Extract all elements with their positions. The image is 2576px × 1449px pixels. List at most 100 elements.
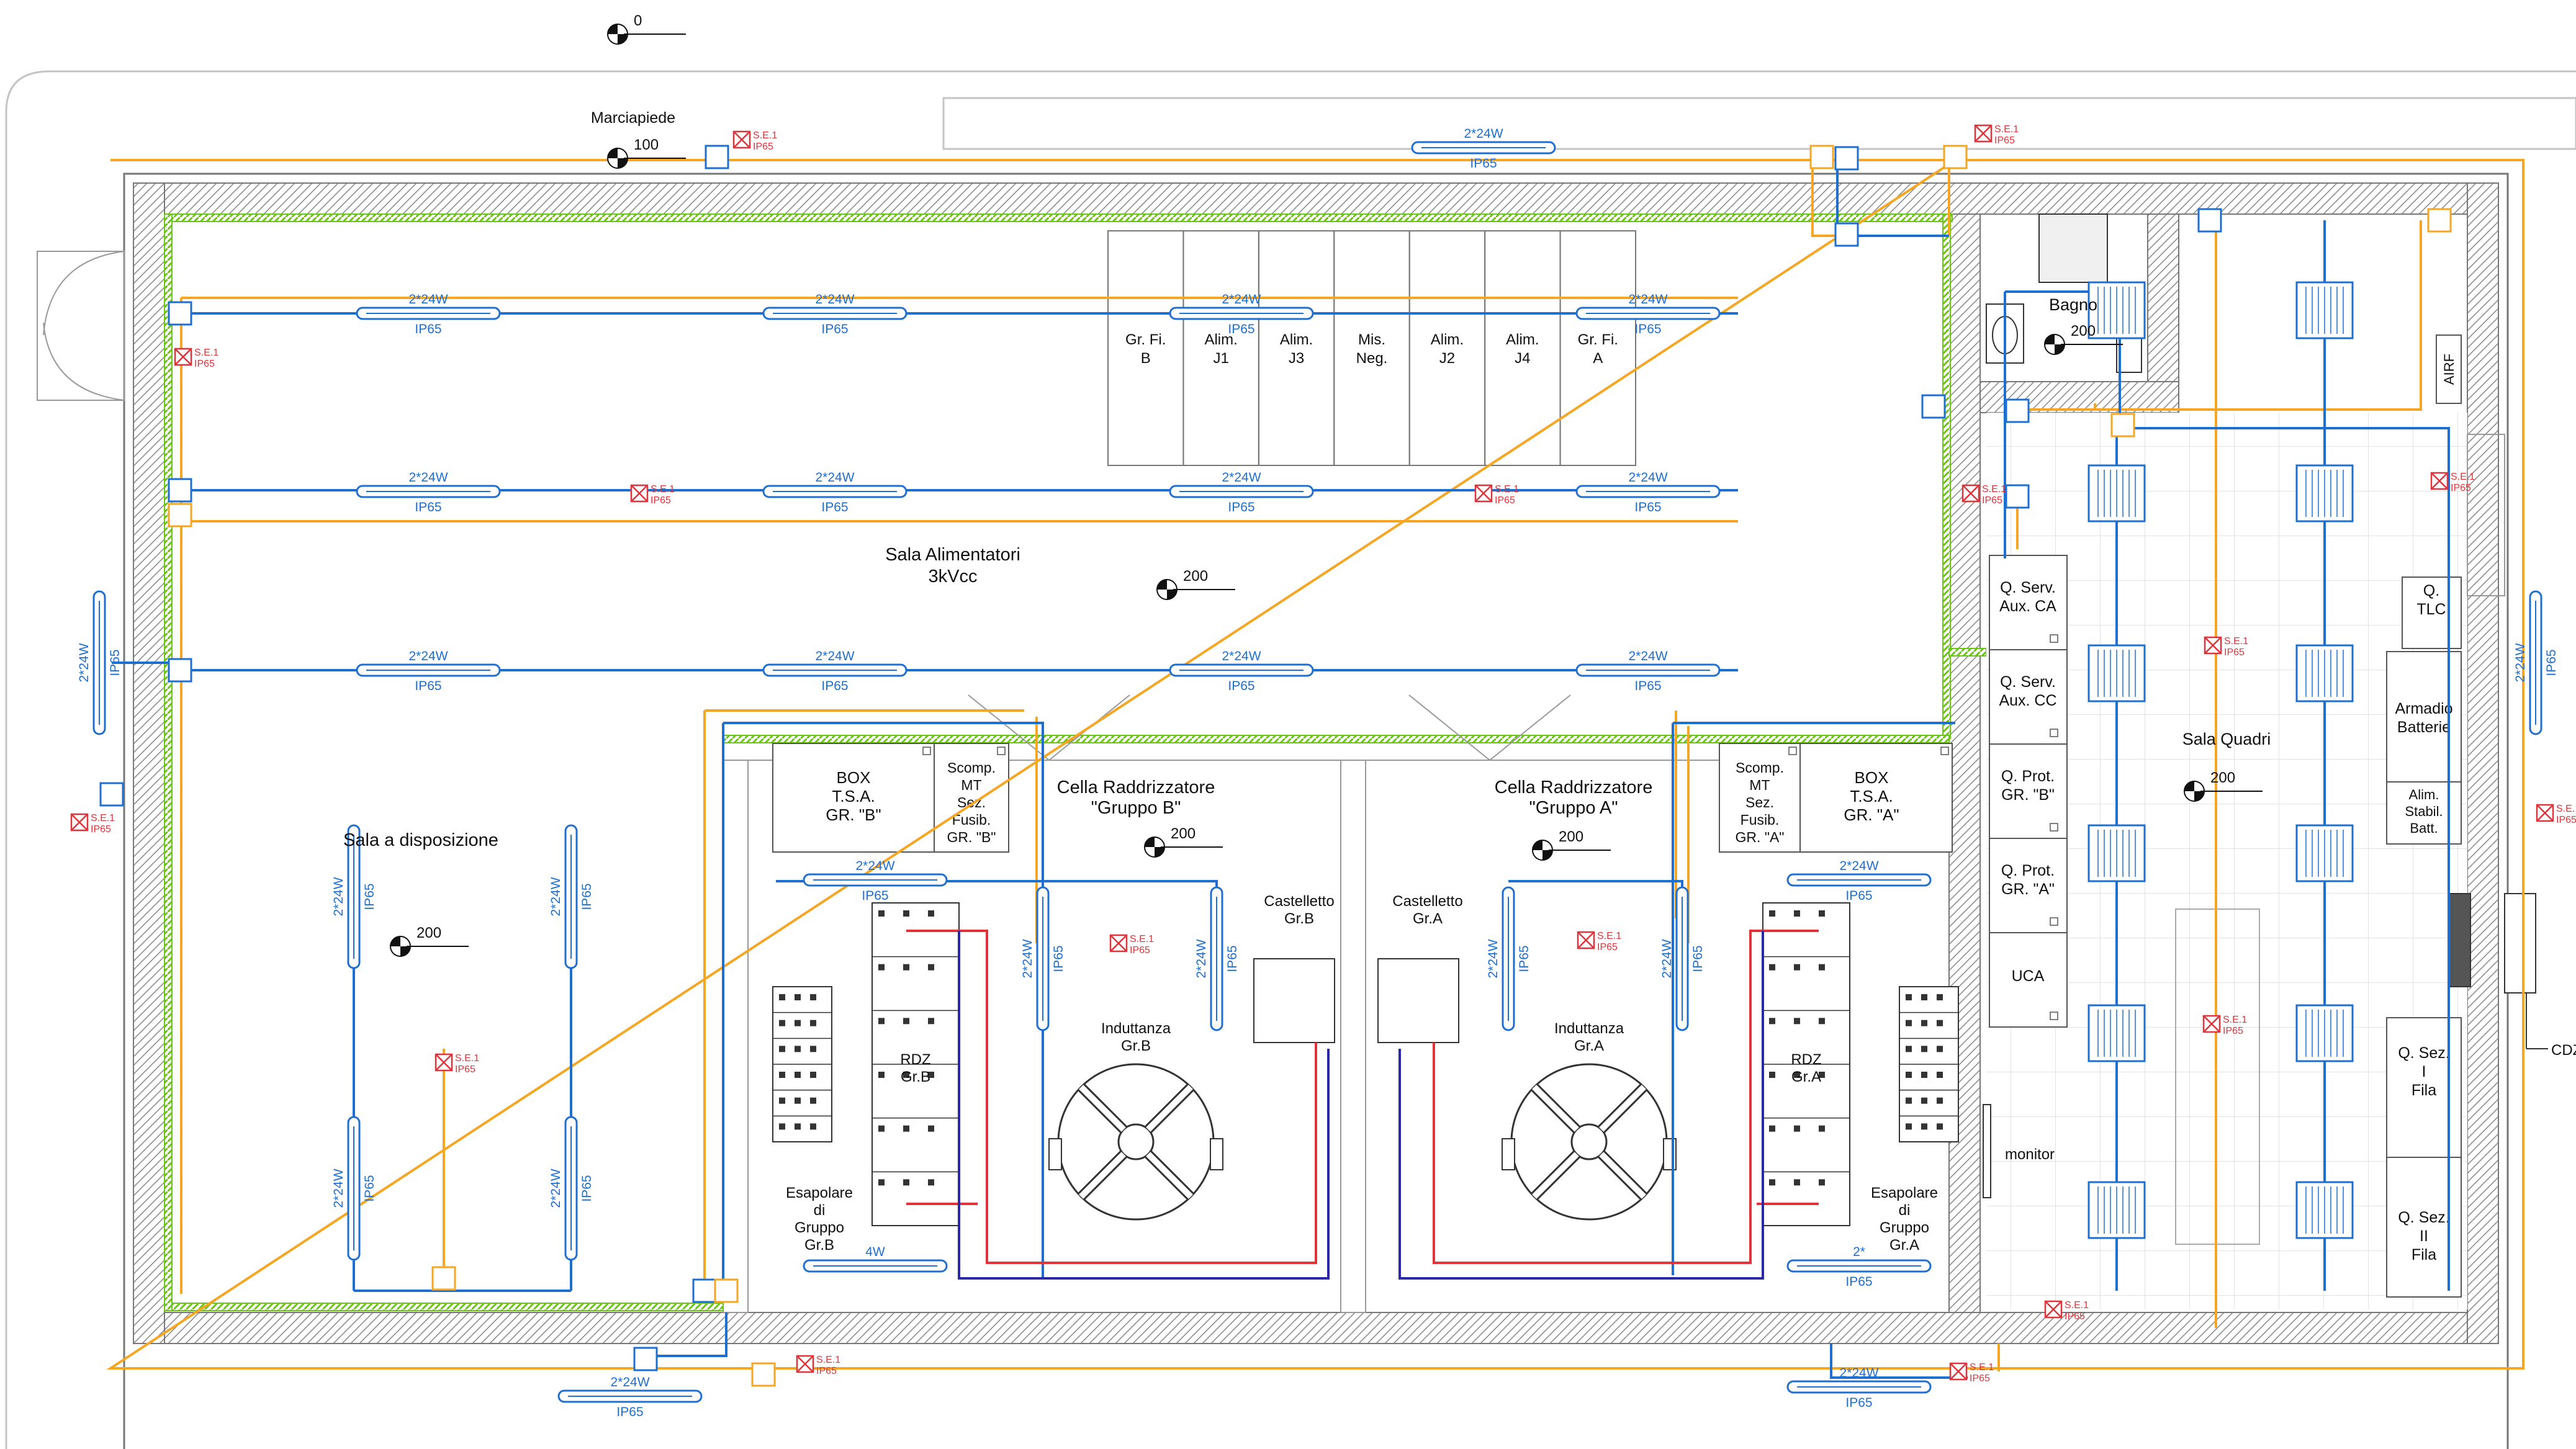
esapolare-b-rack-terminal	[810, 1046, 816, 1052]
panel-6-label-line-2: J4	[1515, 350, 1530, 367]
esapolare-b-rack-terminal	[779, 1072, 785, 1078]
rdz-b-rack-terminal	[903, 1018, 909, 1025]
induttanza-b-blade-inner	[1079, 1085, 1126, 1132]
emergency-light-15-cross-2	[796, 1355, 814, 1373]
emergency-light-10-type: S.E.1	[1597, 931, 1621, 941]
esapolare-b-rack-terminal	[795, 994, 801, 1000]
esapolare-b-rack-terminal	[795, 1097, 801, 1104]
esapolare-a-rack-terminal	[1937, 1020, 1943, 1026]
fixture-cell-b-v1-rating: IP65	[1052, 945, 1066, 972]
panel-3-label-line-2: J3	[1289, 350, 1304, 367]
monitor	[1983, 1104, 1991, 1198]
label-rdz-b-line-1: RDZ	[900, 1051, 930, 1068]
fixture-cell-a-v2-rating: IP65	[1691, 945, 1705, 972]
fixture-cell-a-bottom-power: 2*	[1853, 1245, 1865, 1259]
box-tsa-a-label-line-1: BOX	[1855, 768, 1889, 787]
rdz-a-rack-terminal	[1819, 1179, 1825, 1186]
box-tsa-b-label-line-3: GR. "B"	[826, 805, 881, 824]
label-bagno: Bagno	[2049, 295, 2097, 314]
label-sala-alimentatori-line-2: 3kVcc	[929, 567, 978, 586]
esapolare-a-rack-terminal	[1937, 1072, 1943, 1078]
esapolare-b-rack-terminal	[810, 1020, 816, 1026]
esapolare-b-rack-terminal	[779, 994, 785, 1000]
rdz-a-rack-terminal	[1819, 910, 1825, 917]
esapolare-a-rack-terminal	[1937, 1123, 1943, 1130]
induttanza-a-blade-inner	[1599, 1152, 1646, 1199]
fixture-outdoor-top-rating: IP65	[1470, 156, 1497, 171]
rdz-a-rack-terminal	[1819, 1125, 1825, 1132]
fixture-sd-3-rating: IP65	[363, 1175, 377, 1201]
emergency-light-8-rating: IP65	[455, 1064, 475, 1075]
elev-sala-disposizione-marker-fill-2	[400, 946, 410, 956]
quadro-2-marker	[2050, 729, 2058, 737]
fixture-row1-2-rating: IP65	[821, 322, 848, 336]
sez2-label-line-3: Fila	[2412, 1246, 2436, 1263]
box-tsa-a-label-line-3: GR. "A"	[1844, 805, 1899, 824]
label-induttanza-b-line-2: Gr.B	[1121, 1038, 1151, 1054]
label-marciapiede: Marciapiede	[591, 109, 675, 127]
esapolare-a-rack-terminal	[1906, 994, 1912, 1000]
shower	[2038, 213, 2108, 283]
junction-box-7	[1921, 394, 1946, 419]
scomp-b-label-line-2: MT	[961, 777, 981, 793]
box-tsa-b-marker	[922, 747, 931, 755]
rdz-b-rack-terminal	[878, 1072, 885, 1078]
panel-4-label-line-2: Neg.	[1356, 350, 1388, 367]
blue-cell-a-2	[1508, 880, 1683, 1030]
junction-box-b-5	[633, 1347, 658, 1371]
emergency-light-15-rating: IP65	[816, 1366, 837, 1376]
fixture-row3-3-power: 2*24W	[1222, 649, 1261, 663]
elev-sala-quadri-marker-fill-2	[2194, 791, 2204, 801]
induttanza-a-foot-left	[1502, 1138, 1515, 1170]
fixture-row1-1-power: 2*24W	[408, 292, 448, 307]
esapolare-b-rack-terminal	[810, 1123, 816, 1130]
fixture-cell-a-v1-rating: IP65	[1517, 945, 1531, 972]
junction-box-1	[168, 301, 192, 326]
elev-cella-a-value: 200	[1559, 828, 1583, 845]
junction-box-6	[1834, 222, 1859, 247]
emergency-light-17-rating: IP65	[1982, 495, 2002, 506]
fixture-sd-4-rating: IP65	[580, 1175, 594, 1201]
rdz-a-rack-terminal	[1769, 1072, 1775, 1078]
label-esapolare-a-line-1: Esapolare	[1871, 1185, 1938, 1201]
emergency-light-6-cross-2	[71, 814, 88, 831]
label-castelletto-b-line-1: Castelletto	[1264, 893, 1334, 910]
scomp-a-label-line-4: Fusib.	[1741, 812, 1780, 828]
fixture-row1-4-rating: IP65	[1634, 322, 1661, 336]
junction-box-8	[705, 145, 729, 169]
quadro-1-label-line-1: Q. Serv.	[2000, 579, 2056, 596]
esapolare-a-rack-terminal	[1906, 1072, 1912, 1078]
rdz-b-rack-terminal	[928, 910, 934, 917]
sez1-label-line-2: I	[2422, 1063, 2426, 1080]
emergency-light-9-rating: IP65	[1130, 945, 1150, 956]
panel-5-label-line-1: Alim.	[1431, 331, 1464, 348]
emergency-light-10-cross-2	[1577, 931, 1595, 949]
rdz-b-rack-terminal	[903, 1125, 909, 1132]
label-induttanza-a-line-2: Gr.A	[1574, 1038, 1604, 1054]
emergency-light-2-rating: IP65	[1994, 135, 2015, 146]
emergency-light-16-cross-2	[1950, 1363, 1967, 1380]
scomp-b	[934, 743, 1009, 853]
fixture-sd-1-power: 2*24W	[331, 877, 346, 916]
fixture-row1-1-rating: IP65	[415, 322, 441, 336]
esapolare-a-rack-terminal	[1937, 1097, 1943, 1104]
junction-box-5	[1834, 146, 1859, 171]
induttanza-b-blade-inner	[1146, 1085, 1193, 1132]
fixture-cell-b-v2-rating: IP65	[1225, 945, 1240, 972]
quadro-1-marker	[2050, 634, 2058, 643]
emergency-light-9-type: S.E.1	[1130, 934, 1154, 944]
junction-box-b-7	[2197, 208, 2222, 233]
esapolare-b-rack-terminal	[795, 1123, 801, 1130]
panel-1-label-line-2: B	[1141, 350, 1151, 367]
rdz-a-rack-terminal	[1769, 910, 1775, 917]
fixture-outdoor-right-rating: IP65	[2544, 649, 2559, 676]
elev-cella-b-marker-fill-2	[1155, 847, 1164, 857]
label-rdz-a-line-1: RDZ	[1791, 1051, 1821, 1068]
fixture-cell-b-power: 2*24W	[855, 859, 894, 873]
panel-2	[1182, 230, 1259, 466]
junction-box-3	[168, 658, 192, 683]
scomp-b-label-line-5: GR. "B"	[947, 829, 996, 845]
orange-cell-run	[703, 709, 1677, 1294]
scomp-b-marker	[997, 747, 1006, 755]
panel-2-label-line-2: J1	[1213, 350, 1228, 367]
